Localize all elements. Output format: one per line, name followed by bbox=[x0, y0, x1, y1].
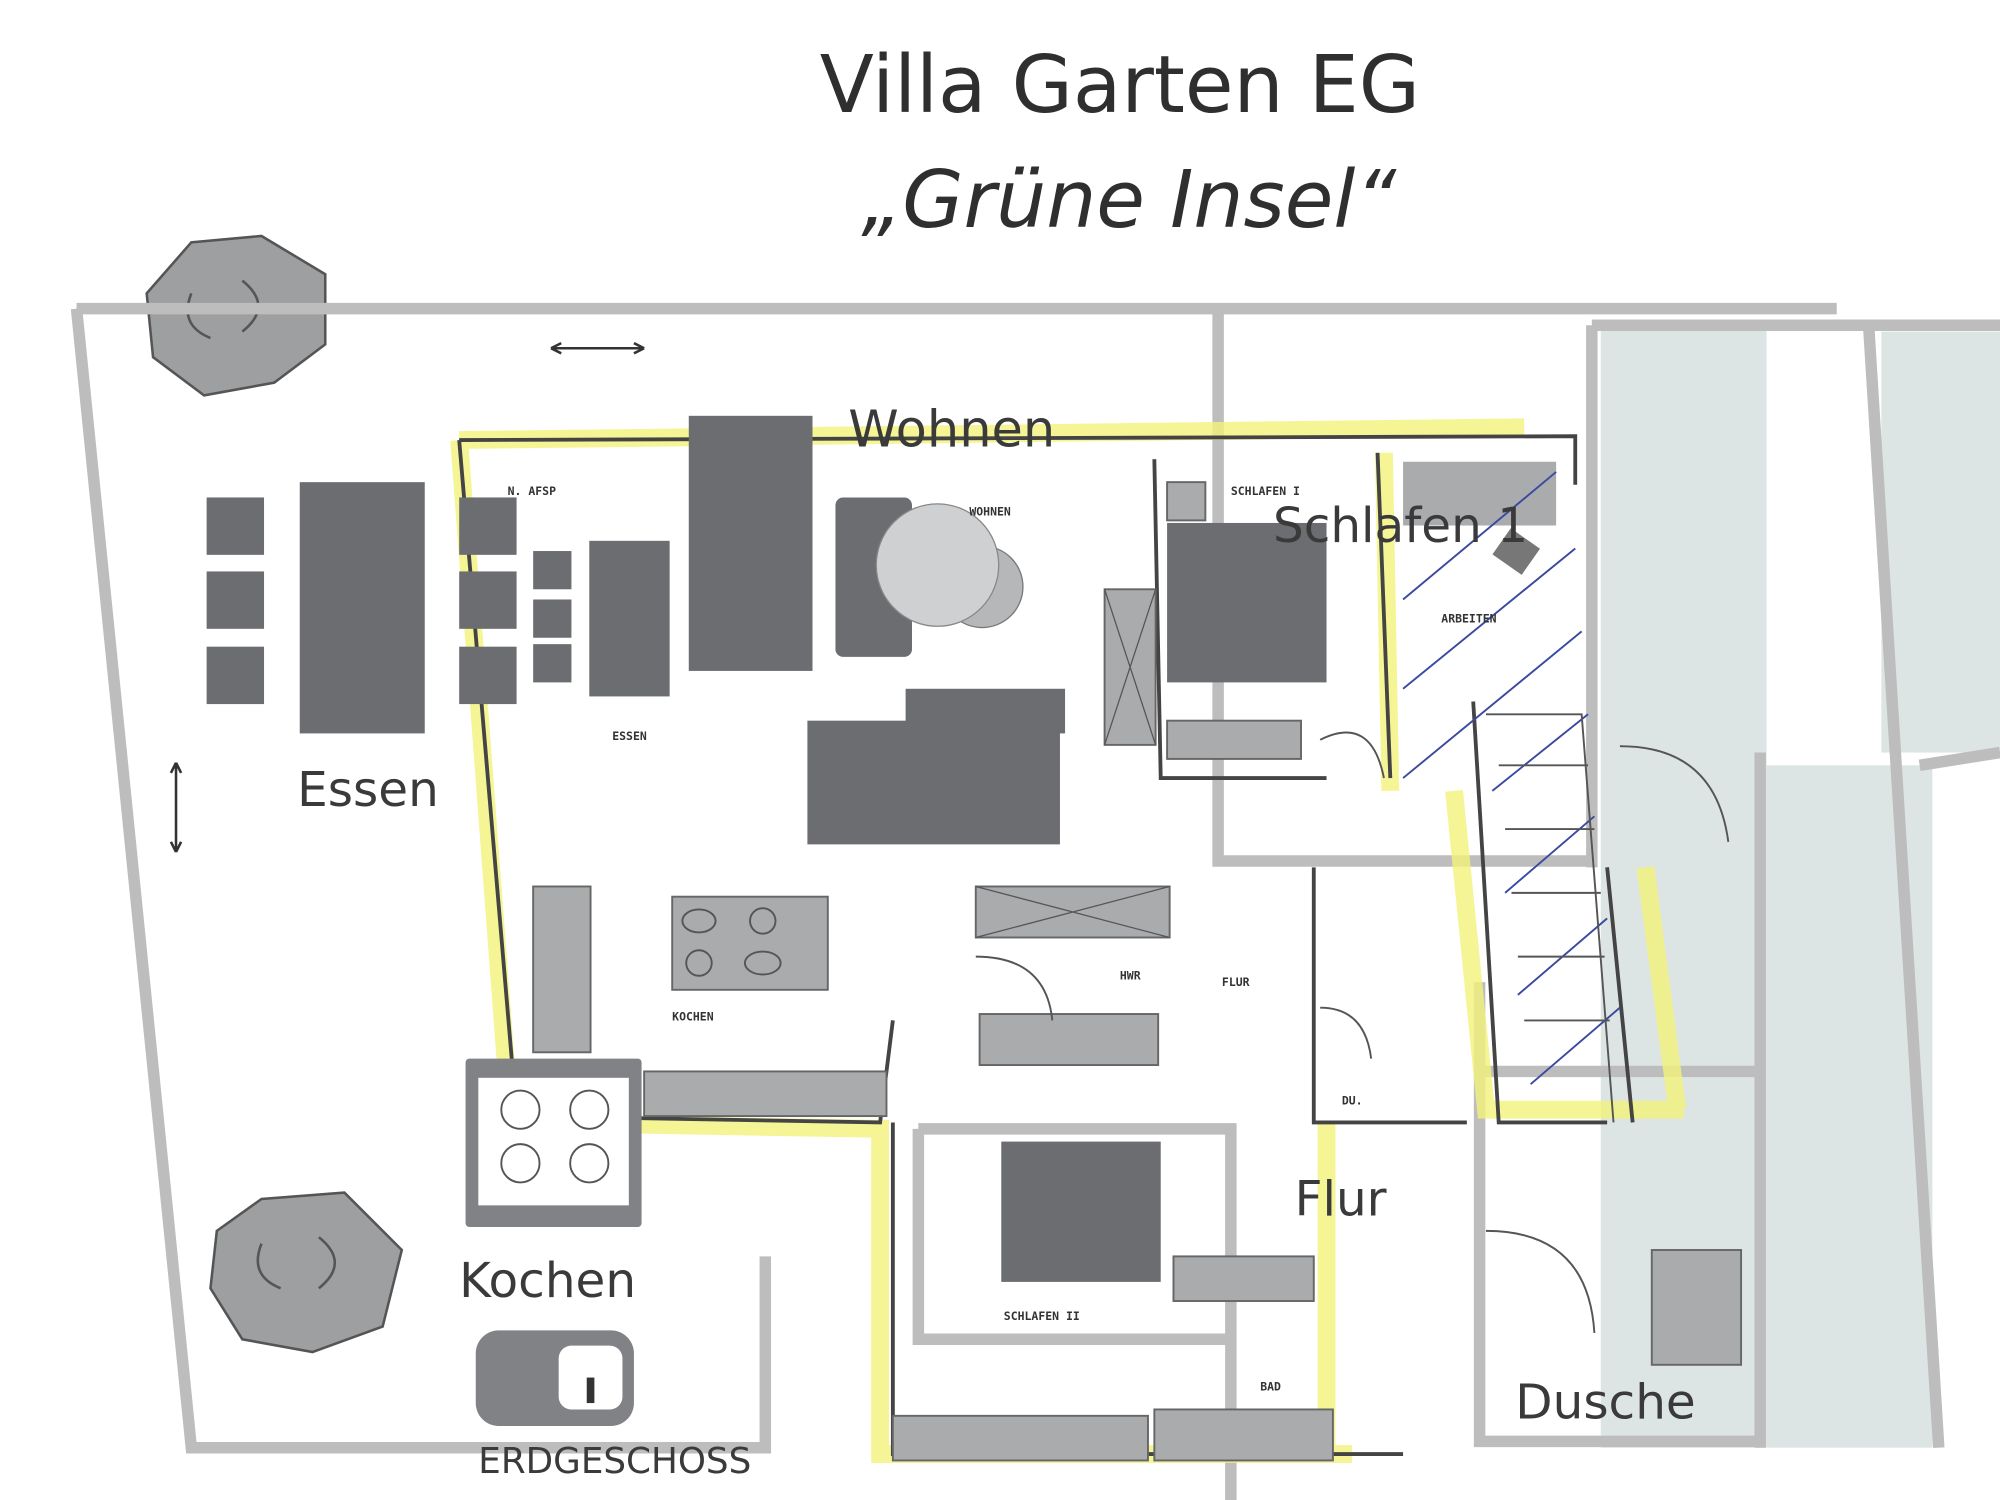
room-label-kochen: Kochen bbox=[459, 1253, 636, 1309]
plan-label: SCHLAFEN II bbox=[1004, 1309, 1080, 1323]
room-label-dusche: Dusche bbox=[1515, 1374, 1695, 1430]
plan-label-geschoss: ERDGESCHOSS bbox=[478, 1441, 751, 1482]
stove-icon bbox=[465, 1058, 642, 1228]
door-swing bbox=[1320, 1006, 1373, 1059]
plan-label: KOCHEN bbox=[672, 1009, 714, 1023]
bedroom-1-furniture bbox=[1103, 481, 1327, 760]
plan-title: Villa Garten EG bbox=[820, 39, 1420, 131]
overlay-wall bbox=[1473, 982, 1761, 1448]
door-swing bbox=[1319, 731, 1385, 779]
tree-icon bbox=[209, 1191, 404, 1354]
sliding-door-arrow bbox=[169, 341, 645, 853]
door-swing bbox=[975, 955, 1054, 1021]
plan-subtitle: „Grüne Insel“ bbox=[861, 154, 1397, 246]
cooktop bbox=[671, 895, 829, 991]
plan-label: BAD bbox=[1260, 1379, 1281, 1393]
washbasin bbox=[1172, 1255, 1315, 1302]
study-hatch bbox=[1402, 461, 1621, 1085]
counter bbox=[643, 1070, 888, 1118]
sink-icon bbox=[475, 1330, 634, 1427]
overlay-wall bbox=[912, 1123, 1237, 1500]
stairs bbox=[1485, 713, 1615, 1123]
neighbor-area bbox=[1881, 331, 2000, 753]
highlight-outline bbox=[450, 418, 1687, 1464]
dining-set bbox=[206, 482, 517, 734]
room-label-schlafen-1: Schlafen 1 bbox=[1273, 498, 1528, 554]
bed bbox=[1001, 1141, 1161, 1282]
room-label-flur: Flur bbox=[1295, 1172, 1387, 1228]
kitchen-island bbox=[807, 688, 1066, 845]
bathtub bbox=[1153, 1408, 1334, 1462]
room-label-wohnen: Wohnen bbox=[848, 400, 1055, 459]
plan-label: ARBEITEN bbox=[1441, 611, 1496, 625]
door-swing bbox=[1619, 745, 1730, 842]
counter bbox=[532, 885, 592, 1054]
sofa-area bbox=[835, 497, 1024, 657]
tree-icon bbox=[145, 234, 327, 397]
plan-label: WOHNEN bbox=[969, 504, 1011, 518]
plan-label: ESSEN bbox=[612, 729, 647, 743]
room-label-essen: Essen bbox=[297, 762, 439, 818]
plan-label: SCHLAFEN I bbox=[1231, 484, 1300, 498]
utility-shelf bbox=[978, 1013, 1160, 1067]
indoor-dining bbox=[533, 415, 813, 697]
door-swing bbox=[1485, 1229, 1596, 1333]
wardrobe bbox=[891, 1414, 1149, 1462]
plan-label: DU. bbox=[1342, 1094, 1363, 1108]
terrace-outline bbox=[70, 302, 1837, 1454]
shower-fixture bbox=[1650, 1249, 1743, 1366]
plan-label: HWR bbox=[1120, 969, 1141, 983]
plan-label: N. AFSP bbox=[508, 484, 556, 498]
plan-label: FLUR bbox=[1222, 975, 1250, 989]
neighbor-walls bbox=[1586, 319, 2000, 1449]
